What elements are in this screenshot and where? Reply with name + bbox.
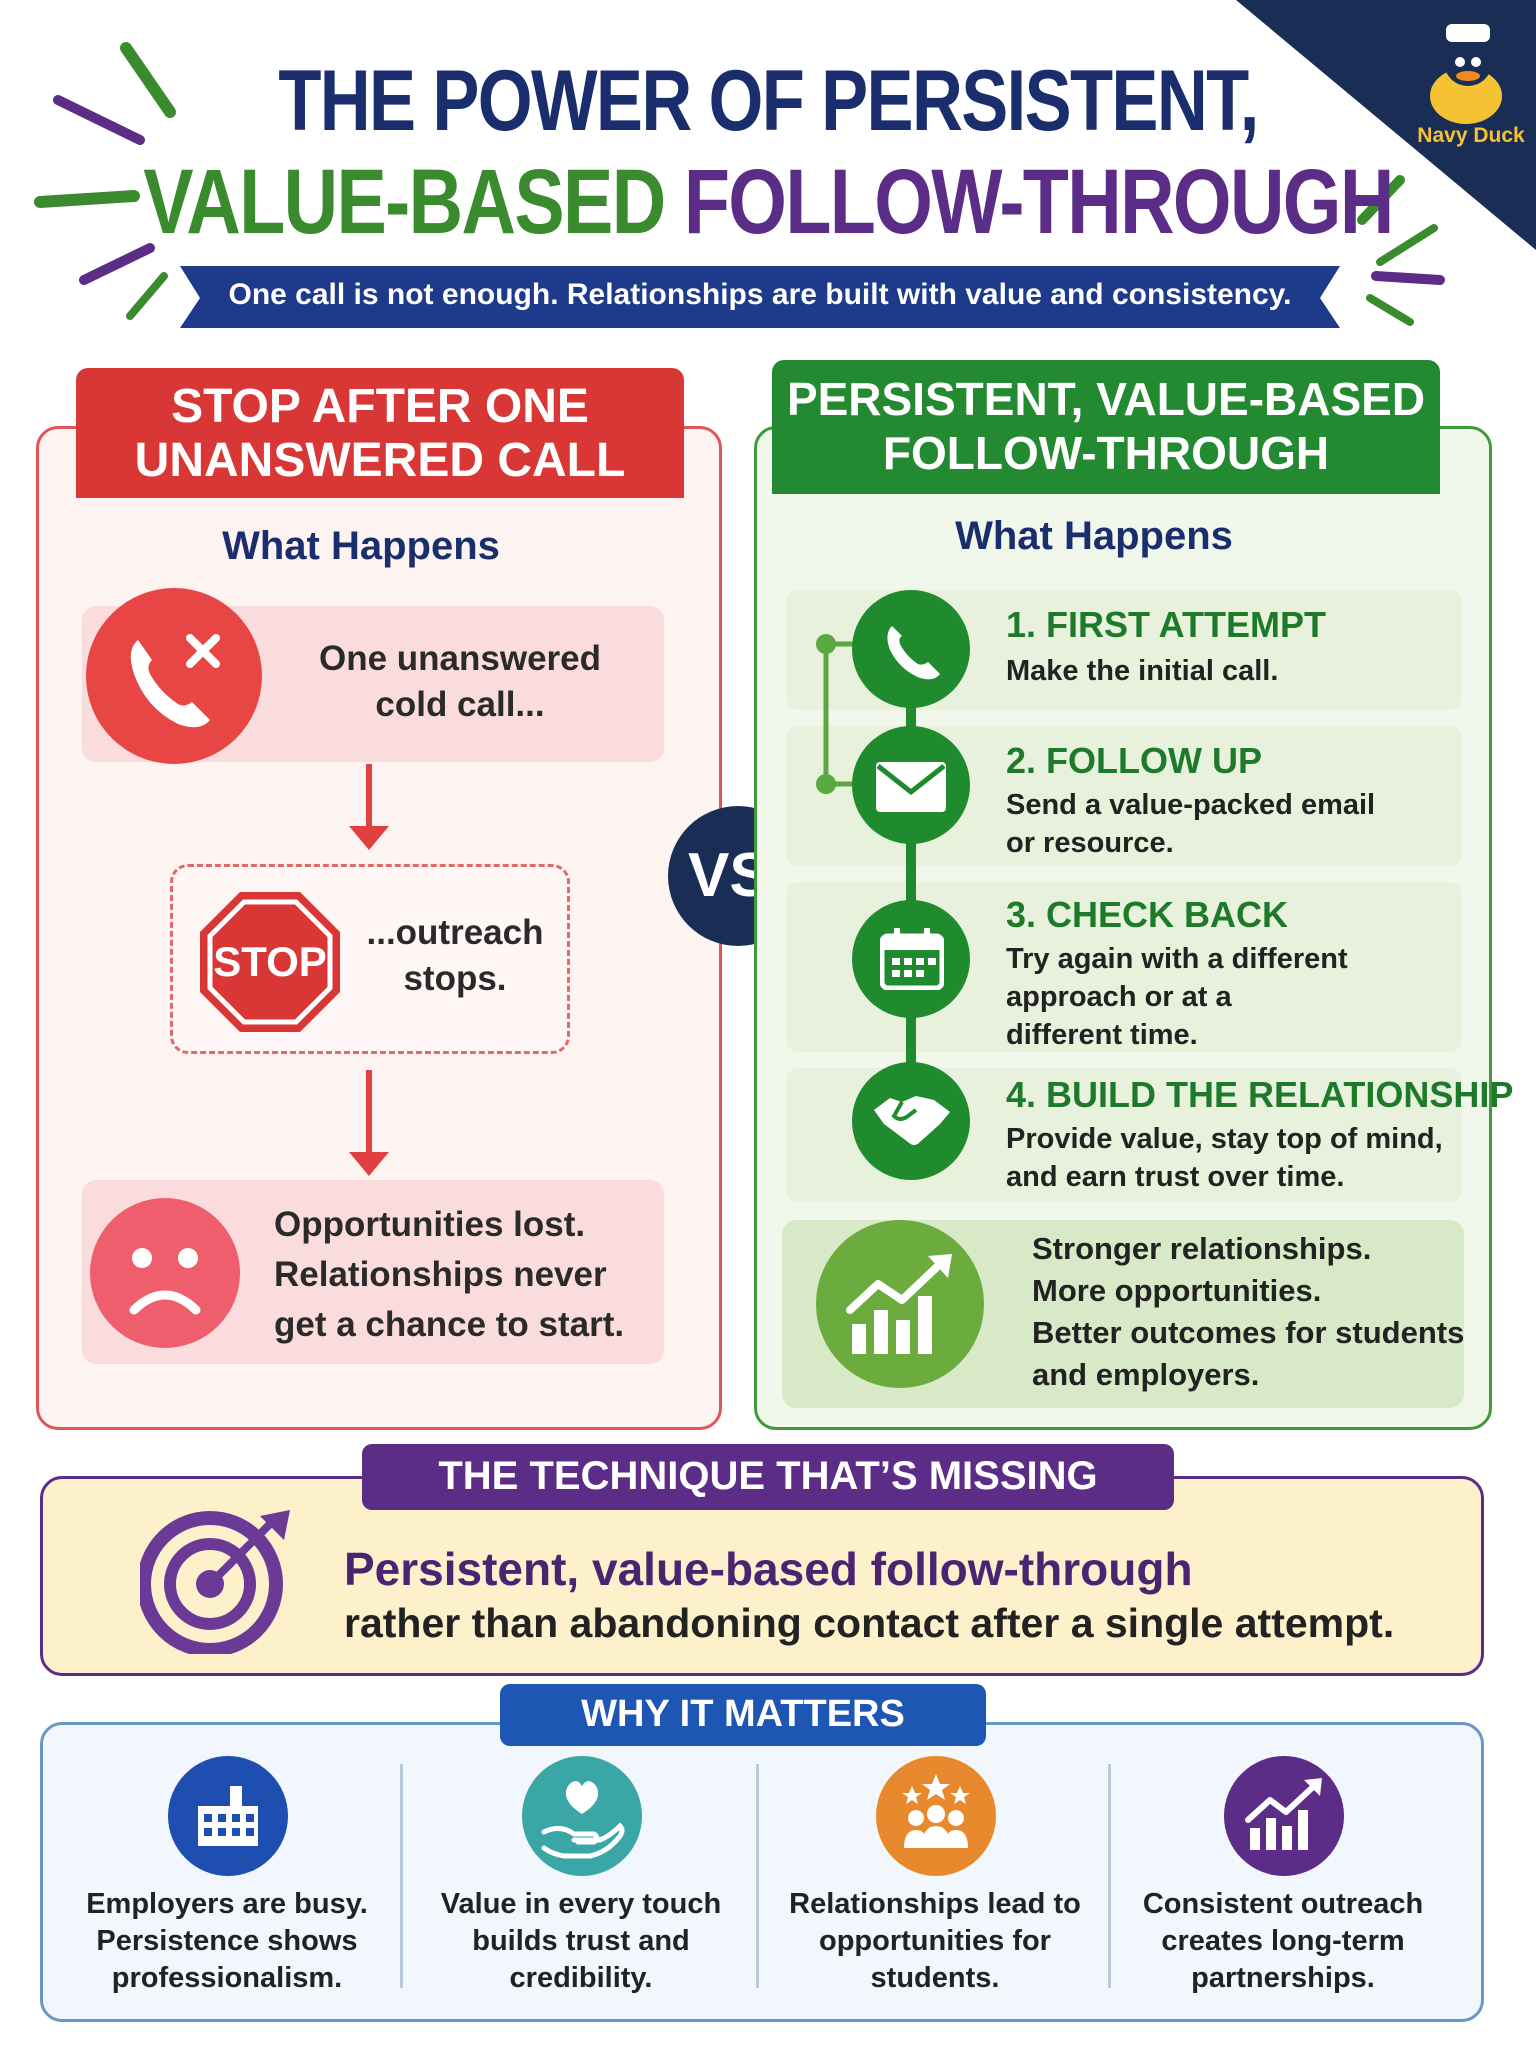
why-heading-bar: WHY IT MATTERS (500, 1684, 986, 1746)
step-2-title: 2. FOLLOW UP (1006, 740, 1262, 781)
missed-call-line2: cold call... (375, 685, 545, 724)
why-item-2-line3: credibility. (509, 1962, 653, 1994)
title-value-based: VALUE-BASED (143, 151, 666, 253)
why-heading: WHY IT MATTERS (581, 1693, 905, 1735)
right-heading-bar: PERSISTENT, VALUE-BASED FOLLOW-THROUGH (772, 360, 1440, 494)
arrow-head-2 (349, 1152, 389, 1176)
building-icon (168, 1756, 288, 1876)
page-title-line2: VALUE-BASED FOLLOW-THROUGH (138, 150, 1398, 255)
why-item-4-line3: partnerships. (1191, 1962, 1375, 1994)
stop-sign-icon (200, 892, 340, 1032)
why-item-2-text: Value in every touch builds trust and cr… (416, 1886, 746, 1997)
left-what-happens: What Happens (222, 524, 500, 568)
missed-call-icon (86, 588, 262, 764)
phone-icon (887, 626, 940, 680)
partnership-growth-icon (1224, 1756, 1344, 1876)
why-item-1-text: Employers are busy. Persistence shows pr… (62, 1886, 392, 1997)
step-2-desc-line1: Send a value-packed email (1006, 789, 1376, 821)
step-3-desc: Try again with a different approach or a… (1006, 940, 1348, 1054)
title-follow-through: FOLLOW-THROUGH (683, 151, 1394, 253)
arrow-down-2 (366, 1070, 372, 1156)
result-line4: and employers. (1032, 1357, 1260, 1392)
arrow-head-1 (349, 826, 389, 850)
opportunities-lost-line2: Relationships never (274, 1255, 607, 1294)
right-heading: PERSISTENT, VALUE-BASED FOLLOW-THROUGH (772, 372, 1440, 480)
why-item-3-line1: Relationships lead to (789, 1888, 1081, 1920)
why-item-2-line1: Value in every touch (440, 1888, 722, 1920)
growth-chart-icon (816, 1220, 984, 1388)
why-item-4-line2: creates long-term (1161, 1925, 1405, 1957)
calendar-icon (880, 928, 944, 990)
subtitle: One call is not enough. Relationships ar… (228, 278, 1292, 311)
step-3-title: 3. CHECK BACK (1006, 894, 1289, 935)
why-item-3-line2: opportunities for (819, 1925, 1051, 1957)
step-4-desc-line1: Provide value, stay top of mind, (1006, 1123, 1443, 1155)
why-item-4-line1: Consistent outreach (1142, 1888, 1424, 1920)
why-item-4-text: Consistent outreach creates long-term pa… (1118, 1886, 1448, 1997)
left-heading-bar: STOP AFTER ONE UNANSWERED CALL (76, 368, 684, 498)
step-4-desc-line2: and earn trust over time. (1006, 1161, 1345, 1193)
left-heading-line1: STOP AFTER ONE (171, 380, 589, 433)
stop-sign-label: STOP (213, 938, 327, 985)
opportunities-lost-text: Opportunities lost. Relationships never … (274, 1200, 654, 1350)
right-heading-line1: PERSISTENT, VALUE-BASED (786, 373, 1426, 425)
arrow-down-1 (366, 764, 372, 830)
left-heading: STOP AFTER ONE UNANSWERED CALL (76, 380, 684, 488)
step-2-desc-line2: or resource. (1006, 827, 1174, 859)
heart-hand-icon (522, 1756, 642, 1876)
opportunities-lost-line1: Opportunities lost. (274, 1205, 586, 1244)
step-4-title: 4. BUILD THE RELATIONSHIP (1006, 1074, 1514, 1115)
subtitle-ribbon (180, 266, 1340, 328)
why-item-2-line2: builds trust and (472, 1925, 690, 1957)
page-title-line1: THE POWER OF PERSISTENT, (278, 53, 1259, 149)
technique-heading: THE TECHNIQUE THAT’S MISSING (438, 1454, 1098, 1498)
timeline-line (906, 620, 916, 1120)
why-item-1-line1: Employers are busy. (86, 1888, 368, 1920)
brand-name: Navy Duck (1417, 124, 1525, 147)
outreach-stops-line1: ...outreach (366, 913, 544, 952)
why-divider-3 (1108, 1764, 1111, 1988)
result-line3: Better outcomes for students (1032, 1315, 1465, 1350)
step-2-desc: Send a value-packed email or resource. (1006, 786, 1375, 862)
step-1-desc: Make the initial call. (1006, 652, 1278, 690)
technique-heading-bar: THE TECHNIQUE THAT’S MISSING (362, 1444, 1174, 1510)
target-icon (140, 1510, 290, 1654)
outreach-stops-line2: stops. (403, 959, 507, 998)
right-what-happens: What Happens (955, 514, 1233, 558)
why-item-3-line3: students. (870, 1962, 1000, 1994)
right-heading-line2: FOLLOW-THROUGH (882, 427, 1330, 479)
step-3-desc-line2: approach or at a (1006, 981, 1232, 1013)
missed-call-text: One unanswered cold call... (300, 636, 620, 728)
brand-corner (1236, 0, 1536, 250)
step-4-desc: Provide value, stay top of mind, and ear… (1006, 1120, 1443, 1196)
timeline-connector (816, 634, 864, 794)
step-1-title: 1. FIRST ATTEMPT (1006, 604, 1326, 645)
why-item-1-line3: professionalism. (111, 1962, 343, 1994)
outreach-stops-text: ...outreach stops. (360, 910, 550, 1002)
why-item-3-text: Relationships lead to opportunities for … (770, 1886, 1100, 1997)
why-divider-2 (756, 1764, 759, 1988)
left-heading-line2: UNANSWERED CALL (134, 434, 626, 487)
result-line1: Stronger relationships. (1032, 1231, 1372, 1266)
step-3-desc-line1: Try again with a different (1006, 943, 1348, 975)
missed-call-line1: One unanswered (318, 639, 602, 678)
opportunities-lost-line3: get a chance to start. (274, 1305, 625, 1344)
technique-line2: rather than abandoning contact after a s… (344, 1600, 1395, 1646)
result-line2: More opportunities. (1032, 1273, 1322, 1308)
step-1-desc-line1: Make the initial call. (1006, 655, 1279, 687)
result-text: Stronger relationships. More opportuniti… (1032, 1228, 1464, 1396)
technique-line1: Persistent, value-based follow-through (344, 1543, 1193, 1595)
email-icon (876, 762, 946, 812)
step-3-desc-line3: different time. (1006, 1019, 1198, 1051)
decorative-bursts (34, 42, 1445, 326)
why-item-1-line2: Persistence shows (96, 1925, 358, 1957)
why-divider-1 (400, 1764, 403, 1988)
sad-face-icon (90, 1198, 240, 1348)
team-stars-icon (876, 1756, 996, 1876)
handshake-icon (874, 1096, 950, 1145)
step-1-icon-circle (852, 590, 970, 708)
